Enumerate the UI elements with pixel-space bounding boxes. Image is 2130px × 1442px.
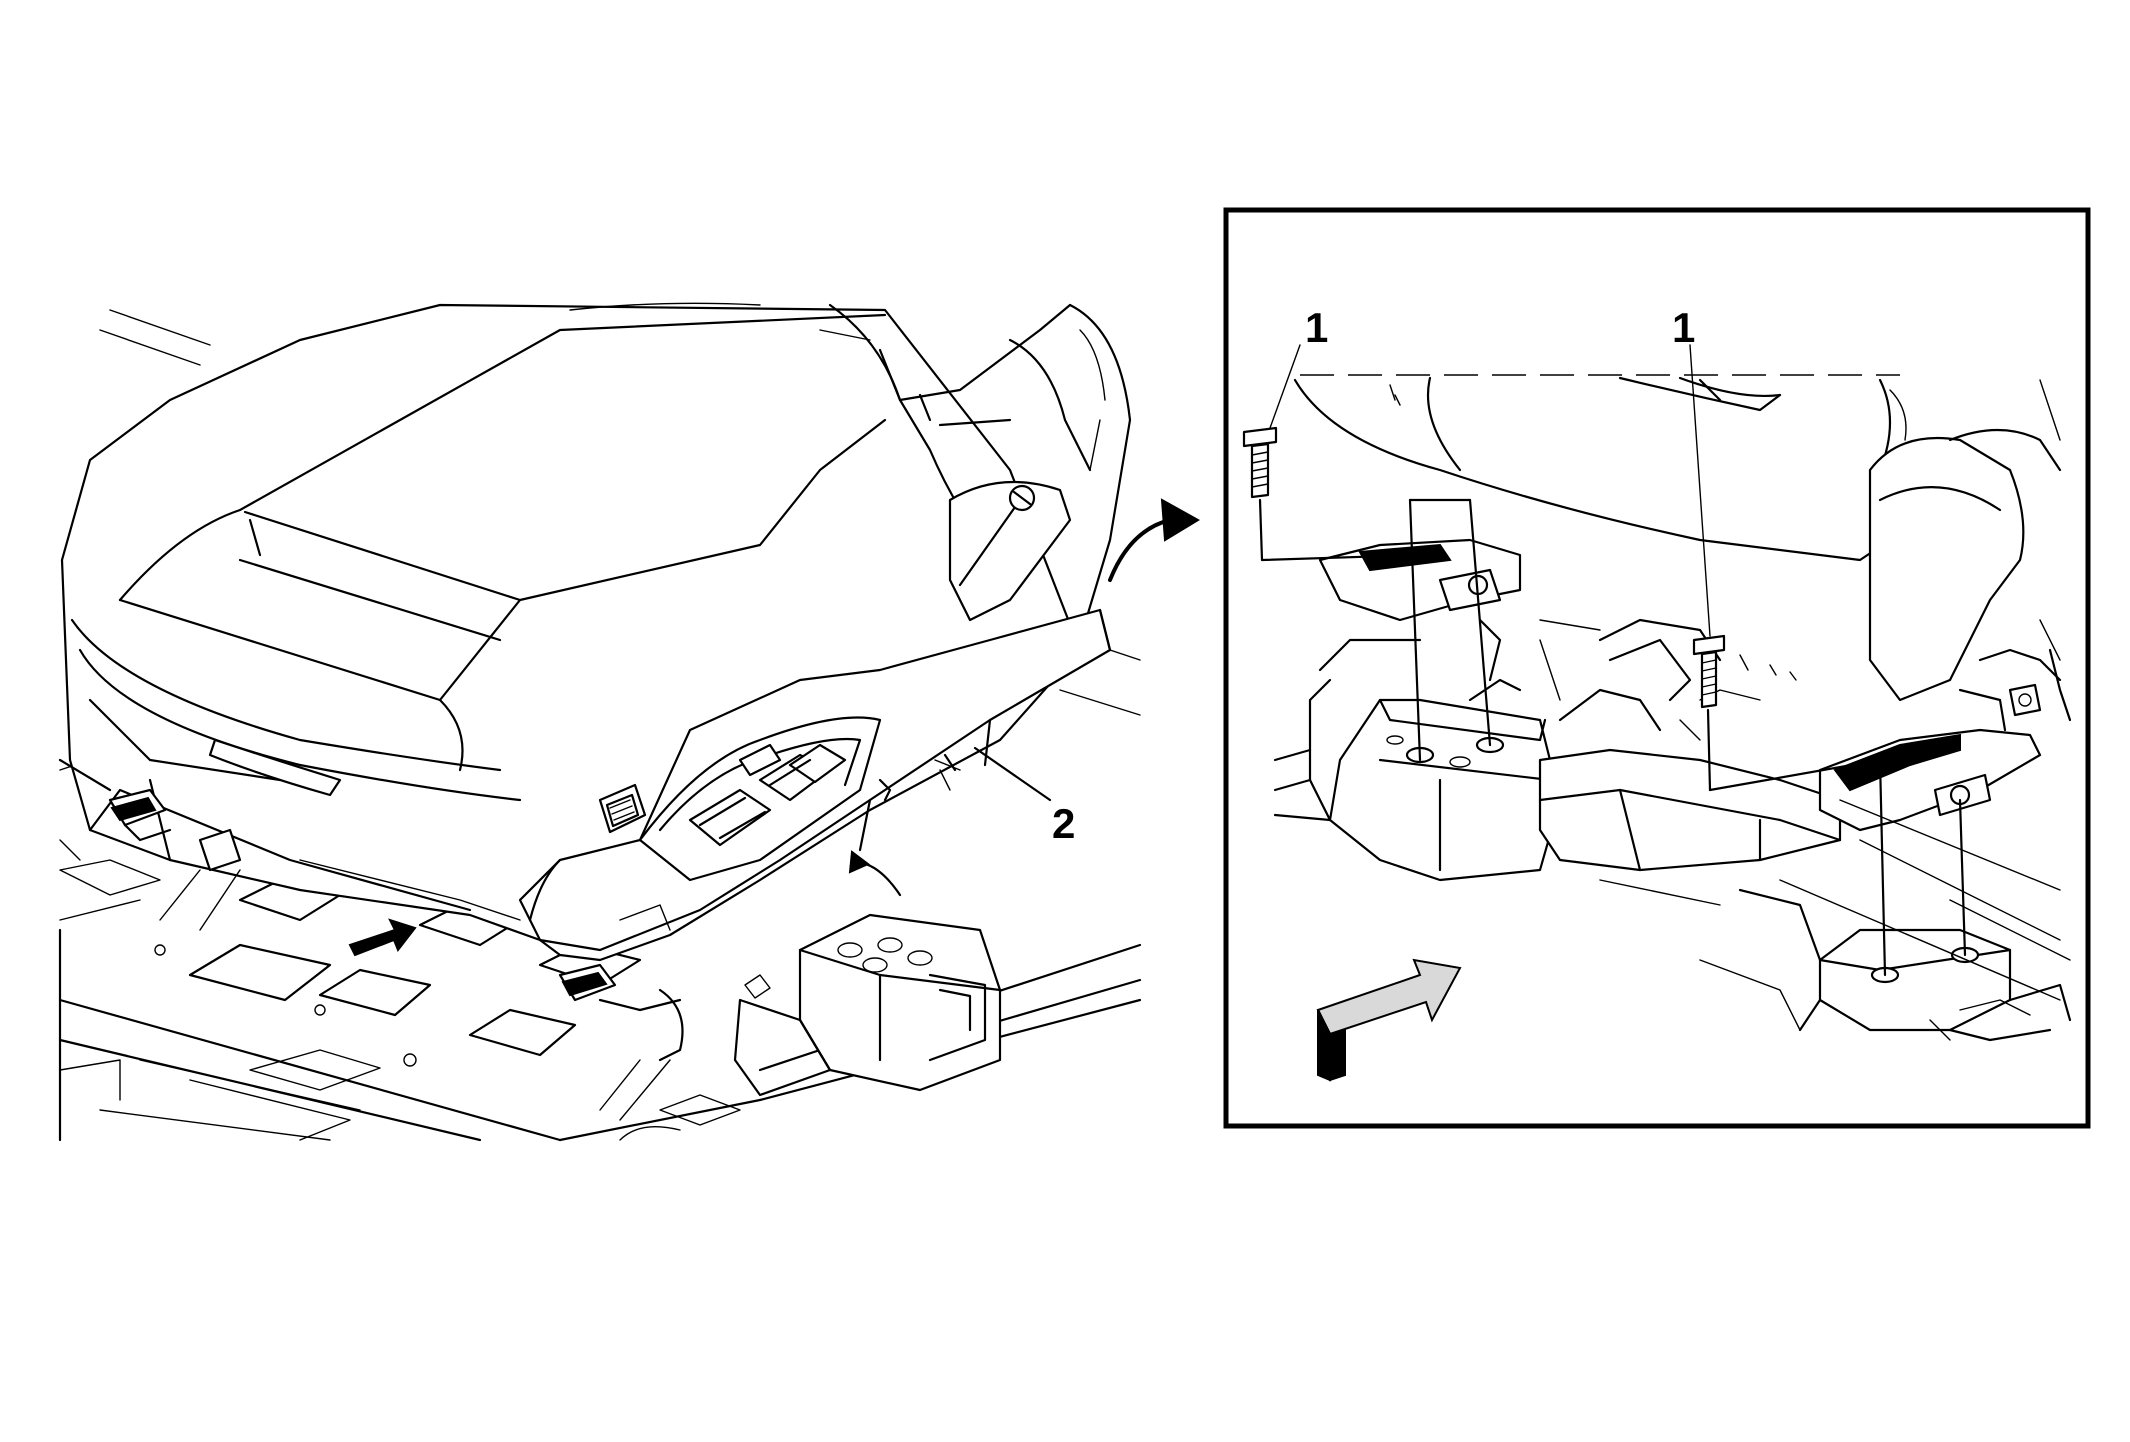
seat-mount-riser [733, 913, 1002, 1097]
callout-fastener-right: 1 [1672, 304, 1695, 351]
seat-side-shield [518, 608, 1112, 952]
curved-arrow-icon [848, 850, 902, 897]
detail-track-left [1318, 538, 1522, 622]
motion-arrow-icon [348, 918, 417, 957]
seat-back-bolster [569, 302, 1132, 642]
detail-floor [1273, 748, 2071, 1041]
zoom-arrow-icon [1108, 498, 1200, 582]
detail-track-right [1818, 619, 2072, 832]
front-direction-arrow-icon [1316, 958, 1462, 1082]
fastener-left: 1 [1242, 304, 1492, 762]
fastener-right: 1 [1672, 304, 1967, 977]
callout-seat-assembly: 2 [1052, 800, 1075, 847]
detail-view: 1 1 [1223, 207, 2091, 1129]
seat-track-feet [108, 753, 957, 1121]
callout-fastener-left: 1 [1305, 304, 1328, 351]
callout-2-group: 2 [973, 746, 1075, 847]
main-view: 2 [58, 302, 1142, 1142]
